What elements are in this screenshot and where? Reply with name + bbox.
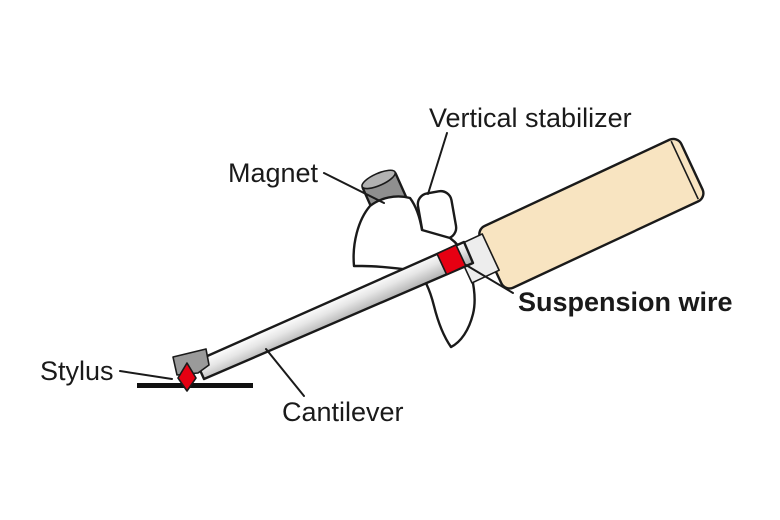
label-suspension-wire: Suspension wire	[518, 287, 733, 317]
suspension-wire	[436, 244, 467, 276]
stylus-leader-line	[119, 370, 173, 380]
stylus-tip	[177, 362, 197, 392]
cantilever	[194, 240, 475, 381]
label-magnet: Magnet	[228, 158, 319, 188]
label-vertical-stabilizer: Vertical stabilizer	[429, 103, 632, 133]
vertical-stabilizer-leader-line	[427, 132, 448, 195]
record-surface	[137, 383, 253, 388]
suspension-wire-leader-line	[465, 264, 514, 294]
magnet-top-face	[361, 169, 397, 190]
cartridge-body-shell	[478, 137, 705, 290]
cantilever-leader-line	[265, 348, 305, 397]
stylus-mount	[172, 348, 210, 376]
cartridge-body-end-edge	[670, 140, 699, 200]
label-cantilever: Cantilever	[282, 397, 404, 427]
cartridge-body	[478, 137, 705, 290]
magnet-leader-line	[323, 172, 385, 204]
label-stylus: Stylus	[40, 356, 114, 386]
